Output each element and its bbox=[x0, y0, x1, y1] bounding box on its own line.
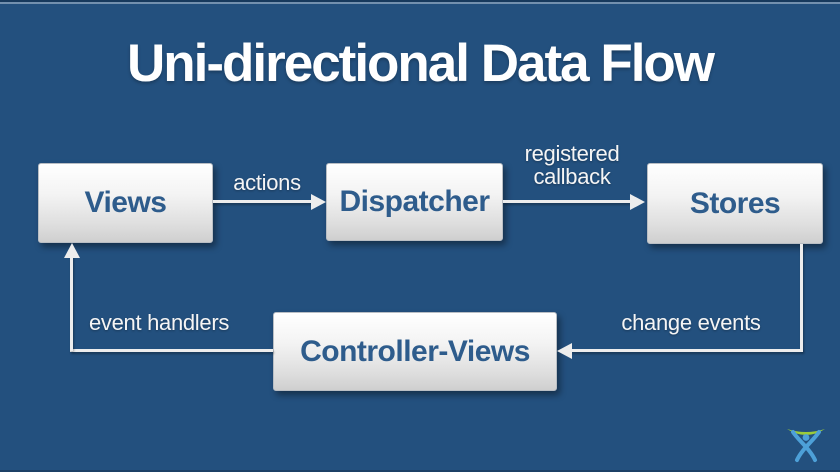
node-controller-views: Controller-Views bbox=[273, 312, 557, 391]
arrow-registered-callback-line bbox=[503, 200, 632, 203]
arrow-change-events-line bbox=[571, 349, 803, 352]
page-title: Uni-directional Data Flow bbox=[126, 34, 715, 93]
bottom-edge bbox=[0, 470, 840, 472]
edge-label-change-events: change events bbox=[621, 310, 761, 335]
node-stores: Stores bbox=[647, 163, 823, 244]
arrow-change-events-vline bbox=[800, 244, 803, 351]
edge-label-actions: actions bbox=[233, 170, 301, 195]
edge-label-event-handlers: event handlers bbox=[88, 310, 230, 335]
edge-label-registered-callback: registered callback bbox=[524, 141, 620, 189]
node-views-label: Views bbox=[84, 186, 167, 219]
atlassian-logo-icon bbox=[787, 429, 825, 462]
top-edge-dark bbox=[0, 0, 840, 2]
node-dispatcher: Dispatcher bbox=[326, 163, 503, 241]
arrow-event-handlers-head-icon bbox=[64, 243, 80, 258]
node-controller-views-label: Controller-Views bbox=[300, 334, 530, 368]
arrow-actions-line bbox=[213, 200, 313, 203]
arrow-event-handlers-line bbox=[70, 349, 273, 352]
node-stores-label: Stores bbox=[689, 186, 781, 220]
node-views: Views bbox=[38, 163, 213, 243]
top-edge-light bbox=[0, 2, 840, 4]
arrow-registered-callback-head-icon bbox=[630, 194, 645, 210]
arrow-actions-head-icon bbox=[311, 194, 326, 210]
arrow-change-events-head-icon bbox=[557, 343, 572, 359]
node-dispatcher-label: Dispatcher bbox=[339, 185, 490, 218]
arrow-event-handlers-vline bbox=[70, 256, 73, 351]
